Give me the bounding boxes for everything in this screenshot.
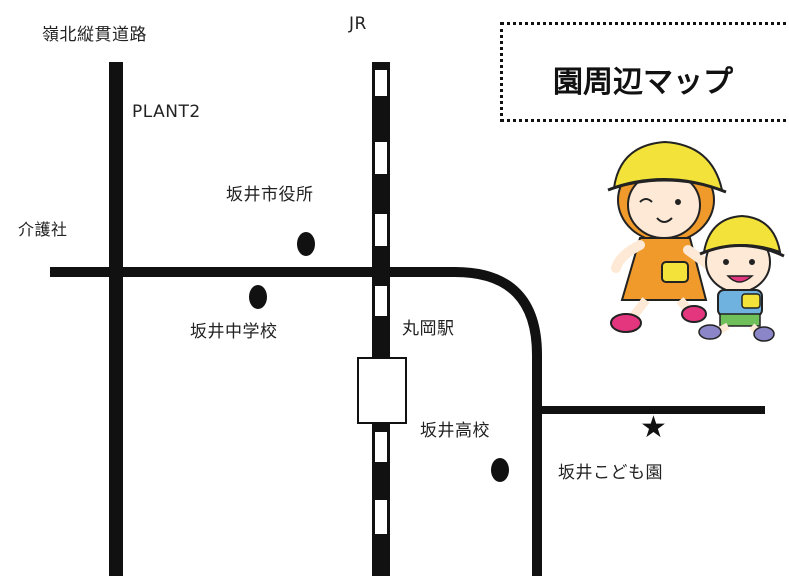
label-city-hall: 坂井市役所 [226, 185, 314, 205]
map-title: 園周辺マップ [553, 65, 733, 100]
station-building [357, 357, 407, 424]
label-jr: JR [349, 14, 367, 34]
map-title-box: 園周辺マップ [500, 22, 789, 122]
road-curve [454, 267, 542, 576]
dot-icon-high-school [491, 458, 509, 482]
jr-rail-ties [375, 70, 387, 534]
label-care-company: 介護社 [18, 220, 68, 239]
star-icon: ★ [640, 410, 667, 445]
boy-figure [698, 214, 785, 342]
label-junior-high: 坂井中学校 [190, 322, 278, 342]
label-road-name: 嶺北縦貫道路 [42, 25, 147, 45]
dot-icon-junior-high [249, 285, 267, 309]
children-illustration [607, 140, 785, 342]
dot-icon-city-hall [297, 232, 315, 256]
label-high-school: 坂井高校 [420, 421, 490, 441]
jr-rail-track [372, 62, 390, 576]
label-plant2: PLANT2 [132, 102, 201, 122]
label-nursery: 坂井こども園 [558, 463, 663, 483]
girl-figure [607, 140, 727, 333]
label-station: 丸岡駅 [402, 319, 455, 339]
